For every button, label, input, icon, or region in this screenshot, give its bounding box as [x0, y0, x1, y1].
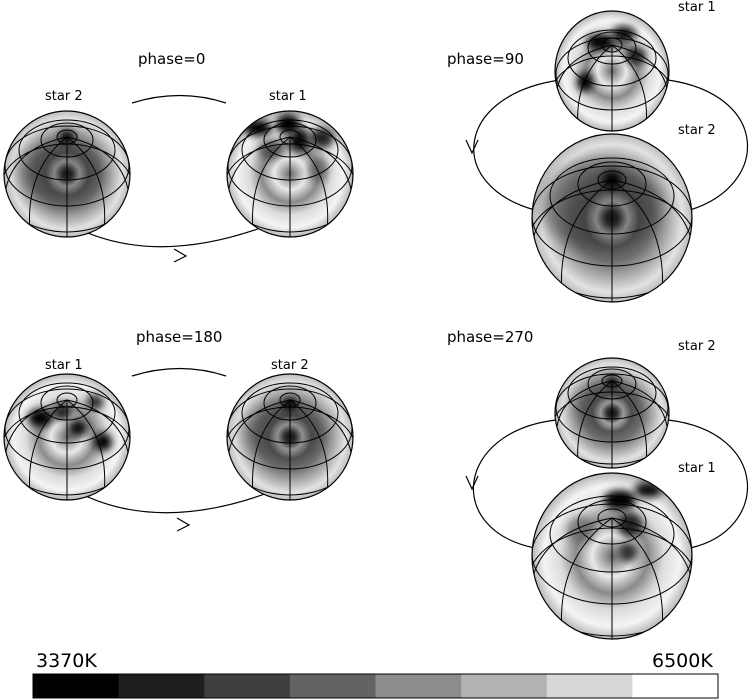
colorbar-swatch: [118, 674, 205, 698]
star-globe: star 1: [554, 0, 716, 132]
colorbar-swatch: [33, 674, 120, 698]
colorbar-min-label: 3370K: [36, 650, 97, 672]
orbit-loop: [667, 79, 749, 211]
colorbar-swatch: [461, 674, 548, 698]
star-globe: star 2: [554, 339, 716, 469]
star-label: star 2: [678, 339, 716, 354]
colorbar-max-label: 6500K: [652, 650, 713, 672]
orbit-loop: [667, 419, 749, 549]
colorbar-swatch: [546, 674, 633, 698]
star-label: star 1: [45, 358, 83, 373]
phase-label: phase=270: [447, 328, 533, 346]
orbit-arc-top: [131, 367, 227, 377]
star-globe: star 2: [531, 123, 716, 303]
phase-label: phase=180: [136, 328, 222, 346]
orbit-arrow-icon: [173, 248, 188, 263]
panel-phase-270: phase=270 star 2: [447, 328, 749, 640]
colorbar-swatches: [33, 674, 719, 698]
star-label: star 1: [678, 0, 716, 15]
star-globe: star 1: [3, 358, 131, 501]
star-label: star 1: [269, 89, 307, 104]
star-globe: star 2: [3, 89, 131, 238]
star-label: star 1: [678, 461, 716, 476]
panel-phase-180: phase=180 star 1: [3, 328, 354, 532]
panel-phase-0: phase=0 star 2: [3, 50, 354, 263]
colorbar-swatch: [204, 674, 291, 698]
orbit-loop: [472, 419, 557, 549]
orbit-arrow-icon: [465, 139, 479, 155]
star-globe: star 1: [531, 461, 716, 640]
colorbar-frame: [32, 673, 719, 699]
panel-phase-90: phase=90 star 1: [447, 0, 749, 303]
star-label: star 2: [45, 89, 83, 104]
orbit-arrow-icon: [176, 517, 191, 532]
orbit-arc-top: [131, 94, 227, 104]
orbit-arrow-icon: [465, 475, 479, 491]
star-label: star 2: [678, 123, 716, 138]
colorbar-swatch: [632, 674, 719, 698]
colorbar-swatch: [375, 674, 462, 698]
temperature-colorbar: 3370K 6500K: [32, 650, 719, 699]
phase-label: phase=90: [447, 50, 524, 68]
orbit-loop: [473, 79, 561, 211]
star-label: star 2: [271, 358, 309, 373]
colorbar-swatch: [289, 674, 377, 698]
phase-label: phase=0: [138, 50, 205, 68]
star-globe: star 1: [226, 89, 354, 238]
star-globe: star 2: [226, 358, 354, 501]
